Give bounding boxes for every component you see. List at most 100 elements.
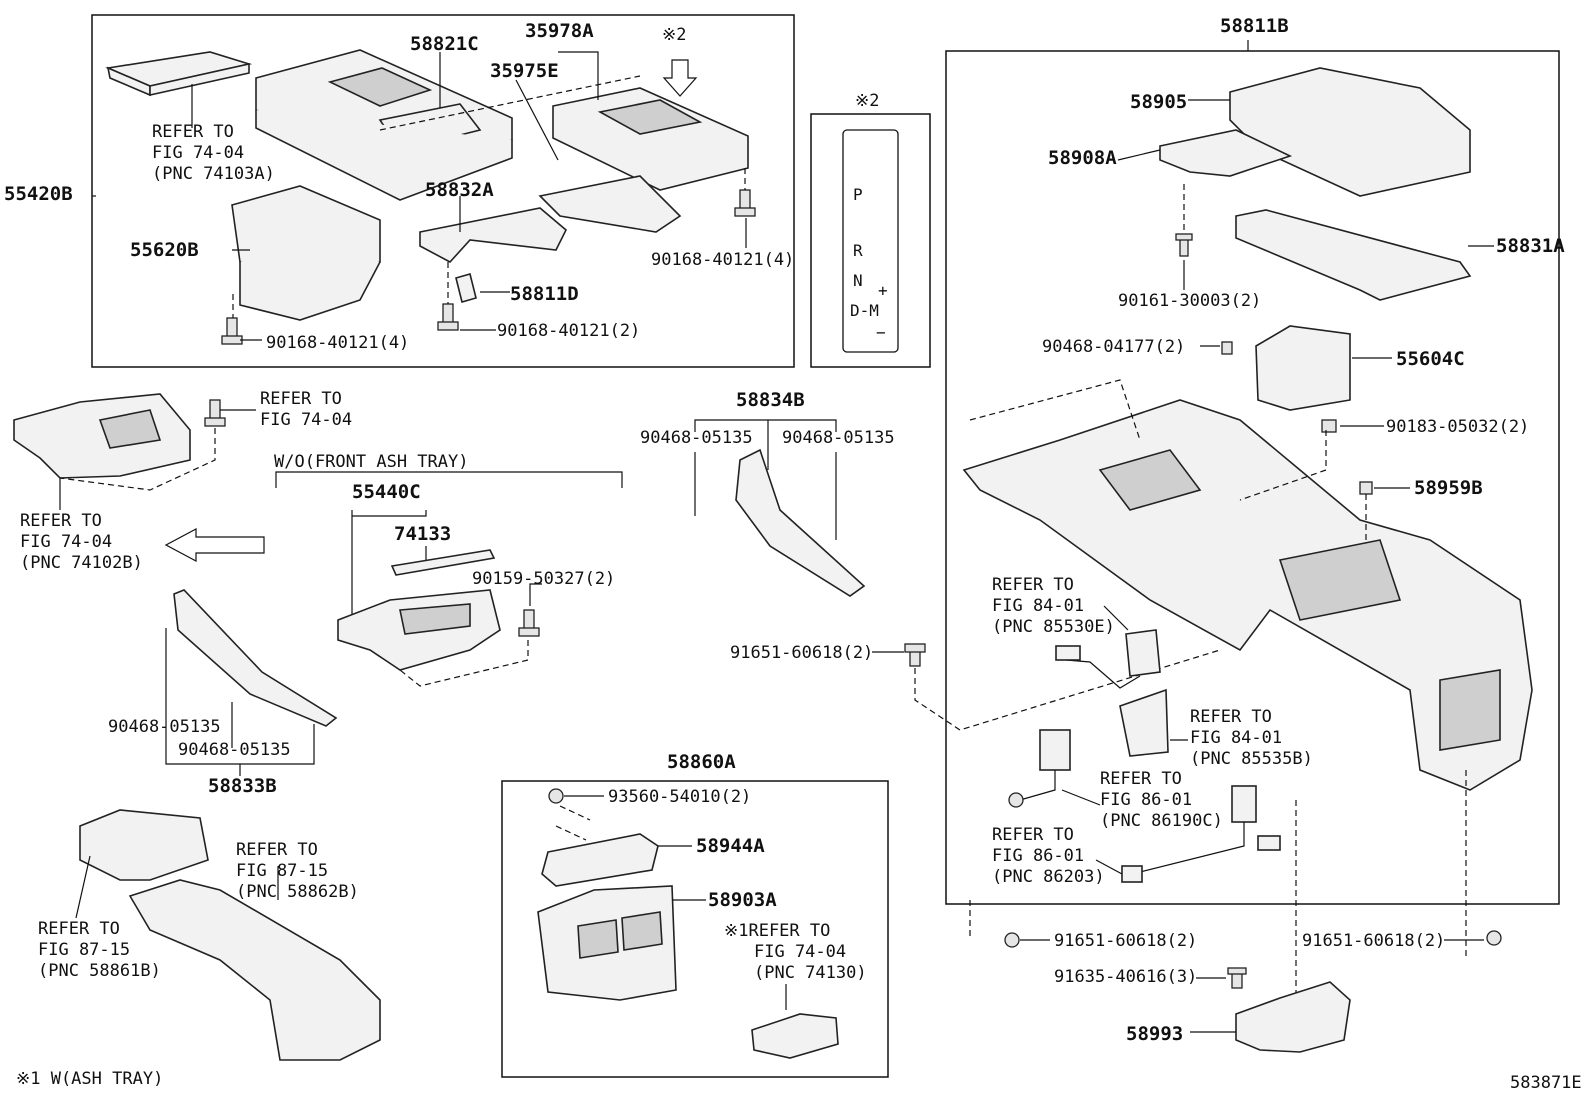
console-upper-panel-part	[255, 49, 513, 201]
part-number-58993: 58993	[1126, 1023, 1183, 1045]
air-duct-upper-part	[79, 809, 209, 881]
ref-line: FIG 74-04	[20, 532, 112, 552]
part-number-58821C: 58821C	[410, 33, 479, 55]
ash-tray-housing-part	[337, 589, 501, 671]
part-number-58944A: 58944A	[696, 835, 765, 857]
fastener-91651-60618-b: 91651-60618(2)	[1054, 931, 1197, 951]
figure-code: 583871E	[1510, 1073, 1582, 1093]
shift-position-n: N	[853, 271, 863, 290]
ref-line: REFER TO	[260, 389, 342, 409]
ref-line: REFER TO	[20, 511, 102, 531]
ref-line: REFER TO	[992, 575, 1074, 595]
ashtray-lid-part	[105, 51, 253, 97]
fastener-90183-05032: 90183-05032(2)	[1386, 417, 1529, 437]
bolt-icon	[904, 643, 926, 667]
shift-position-r: R	[853, 241, 863, 260]
ref-line: REFER TO	[1190, 707, 1272, 727]
fastener-90168-40121-a: 90168-40121(4)	[651, 250, 794, 270]
fastener-90468-05135-a: 90468-05135	[108, 717, 221, 737]
bolt-icon	[437, 303, 459, 331]
console-insert-tray-part	[1255, 325, 1351, 411]
fastener-90168-40121-c: 90168-40121(2)	[497, 321, 640, 341]
bolt-icon	[518, 609, 540, 637]
trim-strip-part	[390, 549, 496, 576]
nut-icon	[1321, 419, 1337, 433]
fastener-91651-60618-a: 91651-60618(2)	[730, 643, 873, 663]
part-number-58905: 58905	[1130, 91, 1187, 113]
ref-line: FIG 84-01	[992, 596, 1084, 616]
ref-line: REFER TO	[236, 840, 318, 860]
shift-gate-plate	[842, 129, 899, 353]
clip-part	[455, 273, 477, 303]
upper-console-group-frame	[91, 14, 795, 368]
armrest-lid-part	[1229, 67, 1471, 197]
lid-hinge-part	[1159, 129, 1293, 177]
clip-icon	[1221, 341, 1233, 355]
ref-line: ※1REFER TO	[724, 921, 830, 941]
part-number-74133: 74133	[394, 523, 451, 545]
part-number-58834B: 58834B	[736, 389, 805, 411]
part-number-58811D: 58811D	[510, 283, 579, 305]
fastener-90161-30003: 90161-30003(2)	[1118, 291, 1261, 311]
screw-icon	[1175, 233, 1193, 257]
part-number-35978A: 35978A	[525, 20, 594, 42]
console-box-body-part	[962, 399, 1533, 791]
part-number-58903A: 58903A	[708, 889, 777, 911]
part-number-58811B: 58811B	[1220, 15, 1289, 37]
side-trim-panel-right-part	[735, 448, 866, 597]
group-note-front-ash-tray: W/O(FRONT ASH TRAY)	[274, 452, 468, 472]
console-box-group-frame	[945, 50, 1560, 905]
ref-line: (PNC 58861B)	[38, 961, 161, 981]
screw-icon	[548, 788, 564, 804]
front-console-bracket-part	[13, 393, 191, 479]
shift-minus-symbol: −	[876, 323, 886, 342]
side-trim-panel-left-part	[173, 589, 338, 727]
part-number-55420B: 55420B	[4, 183, 73, 205]
shift-gate-frame	[810, 113, 931, 368]
ref-line: REFER TO	[1100, 769, 1182, 789]
fastener-91635-40616: 91635-40616(3)	[1054, 967, 1197, 987]
bolt-icon	[204, 399, 226, 427]
cap-icon	[1359, 481, 1373, 495]
ref-line: REFER TO	[152, 122, 234, 142]
note-mark-2: ※2	[855, 91, 879, 111]
ref-line: FIG 87-15	[236, 861, 328, 881]
ref-line: (PNC 85530E)	[992, 617, 1115, 637]
ref-line: (PNC 58862B)	[236, 882, 359, 902]
note-mark-2: ※2	[662, 25, 686, 45]
side-bracket-part	[419, 207, 567, 263]
rear-vent-group-frame	[501, 780, 889, 1078]
shift-bezel-bracket-part	[552, 87, 749, 191]
ref-line: FIG 86-01	[992, 846, 1084, 866]
shift-position-dm: D-M	[850, 301, 879, 320]
bolt-icon	[1486, 930, 1502, 946]
part-number-55604C: 55604C	[1396, 348, 1465, 370]
left-arrow-icon	[164, 528, 265, 562]
shift-cover-panel-part	[538, 175, 682, 233]
ref-line: FIG 87-15	[38, 940, 130, 960]
shift-plus-symbol: +	[878, 281, 888, 300]
fastener-90468-05135-d: 90468-05135	[782, 428, 895, 448]
console-box-insert-part	[231, 185, 381, 321]
part-number-58860A: 58860A	[667, 751, 736, 773]
ref-line: (PNC 86190C)	[1100, 811, 1223, 831]
air-duct-lower-part	[128, 879, 381, 1061]
ref-line: REFER TO	[992, 825, 1074, 845]
lid-trim-part	[1235, 209, 1472, 301]
shift-position-p: P	[853, 185, 863, 204]
ref-line: FIG 86-01	[1100, 790, 1192, 810]
ref-line: (PNC 86203)	[992, 867, 1105, 887]
vent-cover-part	[541, 833, 659, 887]
bolt-icon	[221, 317, 243, 345]
ref-line: REFER TO	[38, 919, 120, 939]
usb-port-part	[1008, 729, 1071, 808]
fastener-93560-54010: 93560-54010(2)	[608, 787, 751, 807]
part-number-58832A: 58832A	[425, 179, 494, 201]
fastener-90468-05135-c: 90468-05135	[640, 428, 753, 448]
power-outlet-part	[1055, 629, 1161, 689]
ash-tray-rear-part	[751, 1013, 839, 1059]
part-number-35975E: 35975E	[490, 60, 559, 82]
ref-line: (PNC 74102B)	[20, 553, 143, 573]
part-number-55620B: 55620B	[130, 239, 199, 261]
